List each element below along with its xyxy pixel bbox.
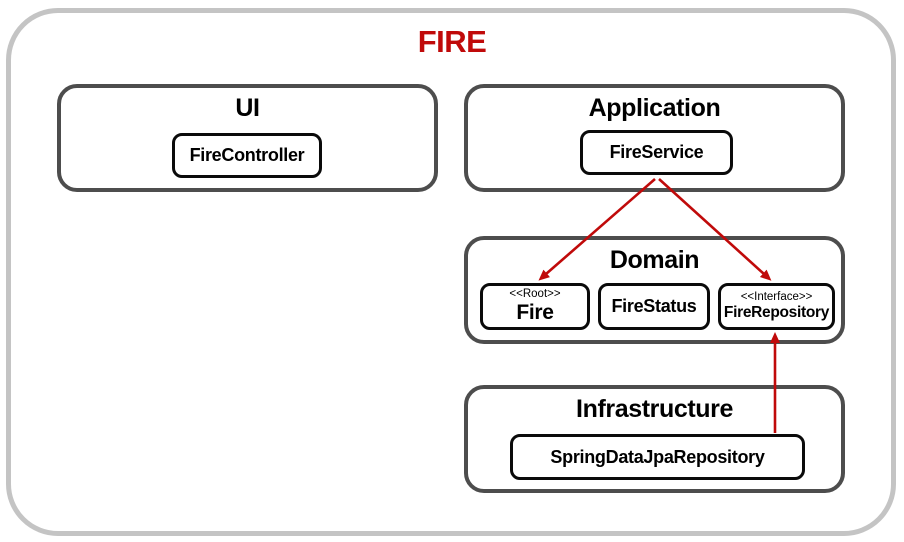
class-name-fire: Fire [516, 301, 554, 325]
class-name-fireservice: FireService [609, 142, 704, 163]
class-name-firestatus: FireStatus [611, 296, 697, 317]
class-name-firecontroller: FireController [189, 145, 305, 166]
stereotype-interface: <<Interface>> [740, 291, 813, 304]
class-box-springdatajparepository: SpringDataJpaRepository [510, 434, 805, 480]
class-box-firestatus: FireStatus [598, 283, 710, 330]
class-name-firerepository: FireRepository [723, 304, 830, 322]
class-box-firerepository: <<Interface>> FireRepository [718, 283, 835, 330]
section-ui-title: UI [235, 94, 260, 122]
section-infrastructure-title: Infrastructure [576, 395, 733, 423]
section-application-title: Application [588, 94, 721, 122]
class-box-firecontroller: FireController [172, 133, 322, 178]
diagram-outer-frame [6, 8, 896, 536]
class-name-springdatajparepository: SpringDataJpaRepository [550, 446, 765, 467]
class-box-fire: <<Root>> Fire [480, 283, 590, 330]
class-box-fireservice: FireService [580, 130, 733, 175]
stereotype-root: <<Root>> [509, 288, 561, 301]
section-domain-title: Domain [609, 246, 700, 274]
diagram-title: FIRE [417, 24, 487, 59]
